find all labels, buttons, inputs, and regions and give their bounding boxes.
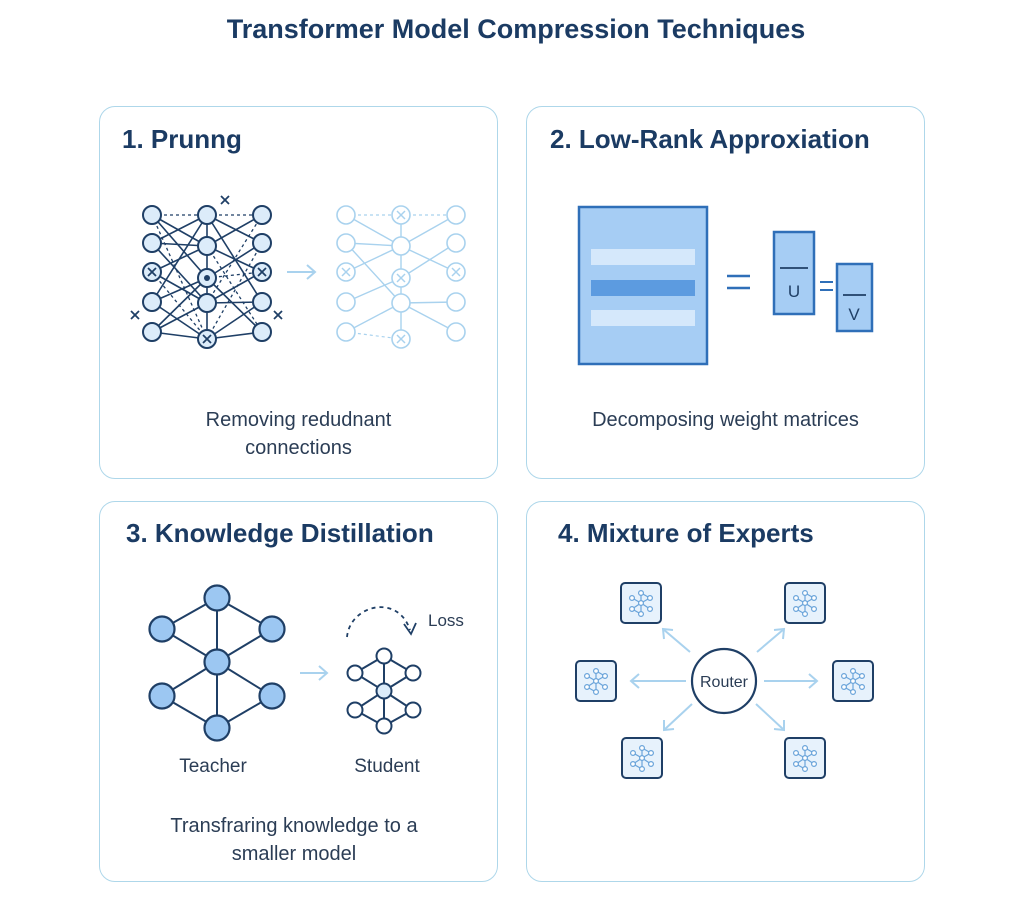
pruning-caption-line2: connections (245, 437, 352, 459)
expert-bottom-right-icon (784, 737, 826, 779)
student-network (346, 647, 422, 735)
v-matrix (835, 262, 874, 333)
pruning-title: 1. Prunng (122, 124, 242, 154)
loss-label: Loss (428, 611, 464, 630)
loss-arrow (346, 606, 411, 638)
low-rank-title: 2. Low-Rank Approxiation (550, 124, 870, 154)
distillation-title: 3. Knowledge Distillation (126, 518, 434, 548)
router-node (690, 647, 758, 715)
teacher-network (148, 584, 286, 742)
router-label: Router (700, 674, 749, 691)
low-rank-caption: Decomposing weight matrices (592, 409, 859, 431)
distillation-caption-line1: Transfraring knowledge to a (170, 815, 418, 837)
u-label: U (788, 282, 800, 301)
distillation-caption-line2: smaller model (231, 843, 357, 865)
teacher-label: Teacher (179, 756, 247, 777)
v-label: V (848, 305, 860, 324)
distillation-caption: Transfraring knowledge to a smaller mode… (99, 812, 489, 868)
pruning-caption-line1: Removing redudnant (205, 409, 392, 431)
pruning-card (99, 106, 498, 479)
moe-title: 4. Mixture of Experts (558, 518, 814, 548)
u-matrix (772, 230, 816, 316)
expert-top-left-icon (620, 582, 662, 624)
pruning-caption: Removing redudnant connections (99, 406, 498, 462)
expert-bottom-left-icon (621, 737, 663, 779)
student-label: Student (354, 756, 420, 777)
page-title: Transformer Model Compression Techniques (226, 14, 806, 44)
expert-right-icon (832, 660, 874, 702)
expert-left-icon (575, 660, 617, 702)
expert-top-right-icon (784, 582, 826, 624)
